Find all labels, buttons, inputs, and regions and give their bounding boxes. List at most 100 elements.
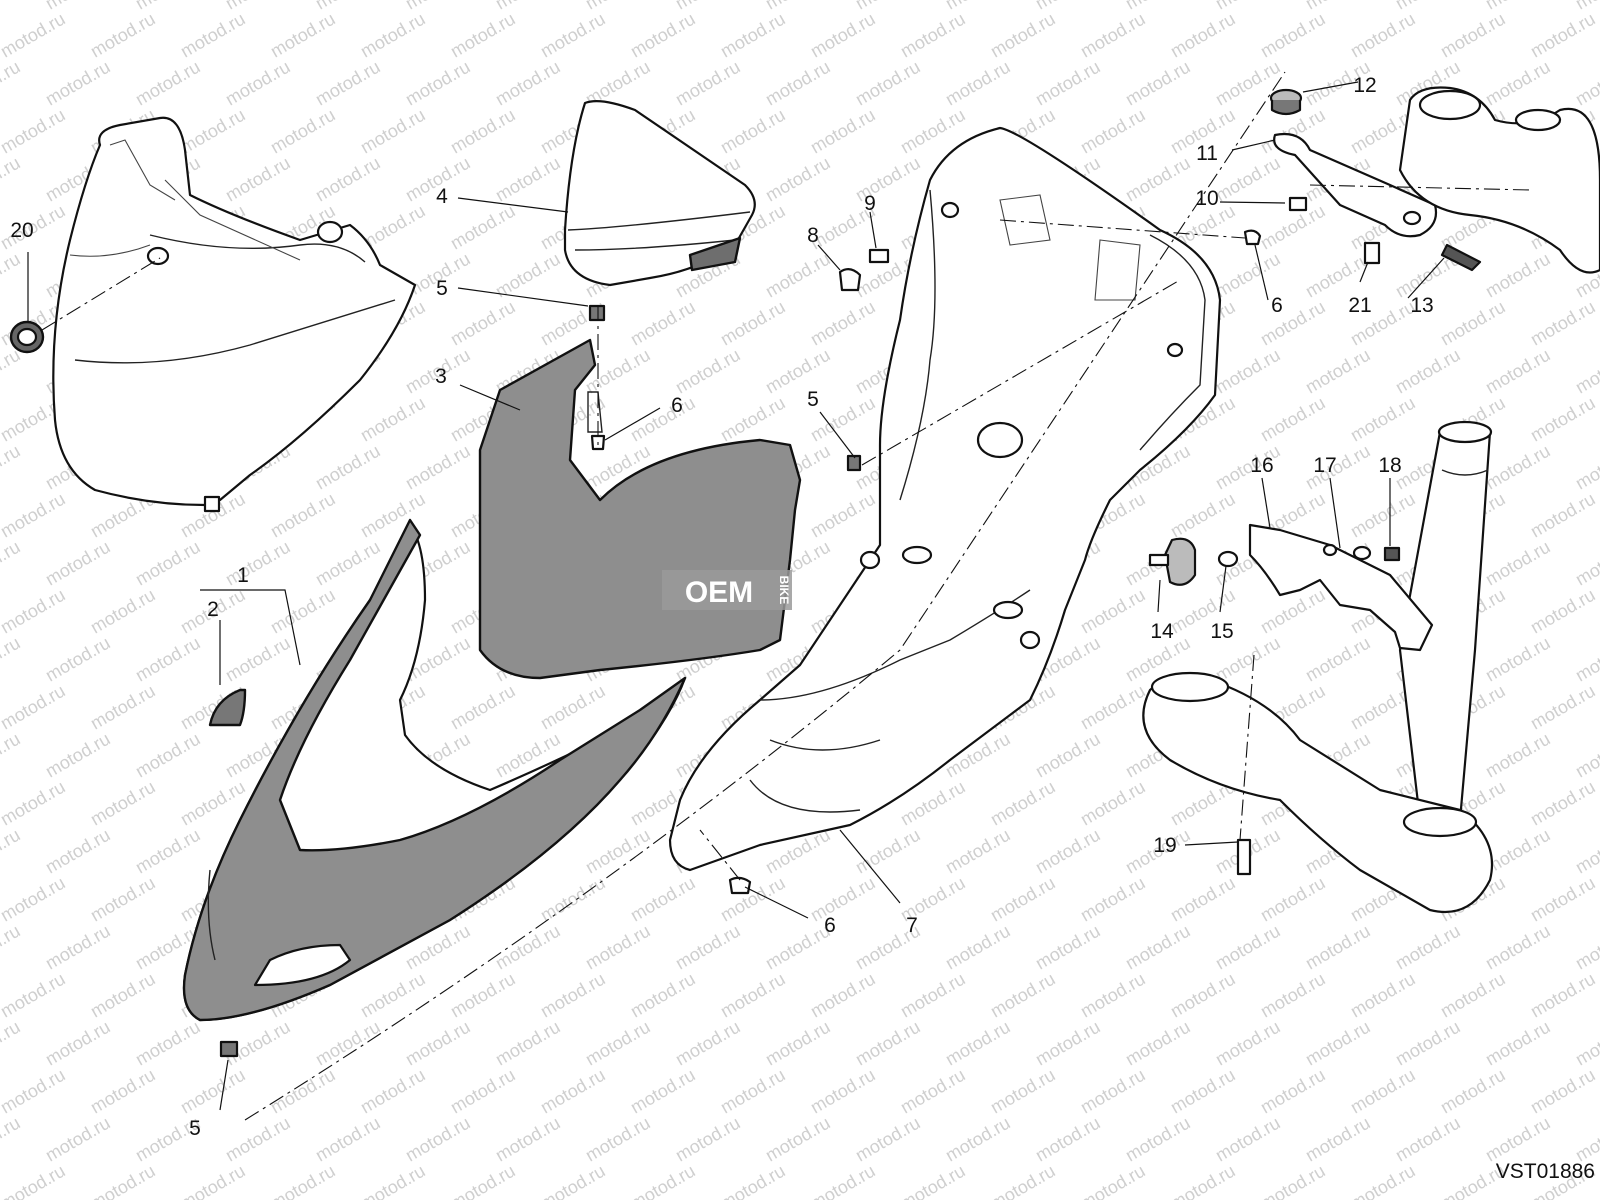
watermark-text: motod.ru bbox=[1572, 1113, 1600, 1166]
watermark-text: motod.ru bbox=[1572, 537, 1600, 590]
watermark-text: motod.ru bbox=[1527, 1065, 1599, 1118]
watermark-text: motod.ru bbox=[672, 345, 744, 398]
callout-15: 15 bbox=[1210, 620, 1233, 643]
drawing-code: VST01886 bbox=[1496, 1160, 1595, 1183]
watermark-text: motod.ru bbox=[1077, 1161, 1149, 1200]
watermark-text: motod.ru bbox=[1077, 681, 1149, 734]
callout-5-middle: 5 bbox=[807, 388, 819, 411]
watermark-text: motod.ru bbox=[807, 873, 879, 926]
watermark-text: motod.ru bbox=[1212, 1017, 1284, 1070]
watermark-text: motod.ru bbox=[582, 921, 654, 974]
oem-logo-side-text: BIKE bbox=[777, 576, 791, 605]
watermark-text: motod.ru bbox=[717, 297, 789, 350]
watermark-text: motod.ru bbox=[942, 1113, 1014, 1166]
watermark-text: motod.ru bbox=[0, 57, 24, 110]
watermark-text: motod.ru bbox=[1032, 729, 1104, 782]
oem-logo: OEM BIKE bbox=[662, 570, 792, 610]
watermark-text: motod.ru bbox=[1167, 489, 1239, 542]
watermark-text: motod.ru bbox=[627, 9, 699, 62]
watermark-text: motod.ru bbox=[87, 969, 159, 1022]
watermark-text: motod.ru bbox=[447, 1161, 519, 1200]
watermark-text: motod.ru bbox=[1482, 57, 1554, 110]
callout-4: 4 bbox=[436, 185, 448, 208]
watermark-text: motod.ru bbox=[87, 585, 159, 638]
watermark-text: motod.ru bbox=[1122, 57, 1194, 110]
watermark-text: motod.ru bbox=[1032, 921, 1104, 974]
watermark-text: motod.ru bbox=[1482, 249, 1554, 302]
watermark-text: motod.ru bbox=[312, 1113, 384, 1166]
watermark-text: motod.ru bbox=[42, 1017, 114, 1070]
watermark-text: motod.ru bbox=[132, 1017, 204, 1070]
watermark-text: motod.ru bbox=[42, 729, 114, 782]
watermark-text: motod.ru bbox=[1257, 1161, 1329, 1200]
watermark-text: motod.ru bbox=[1572, 441, 1600, 494]
watermark-text: motod.ru bbox=[807, 297, 879, 350]
watermark-text: motod.ru bbox=[1032, 57, 1104, 110]
watermark-text: motod.ru bbox=[0, 777, 69, 830]
watermark-text: motod.ru bbox=[1077, 9, 1149, 62]
watermark-text: motod.ru bbox=[492, 57, 564, 110]
watermark-text: motod.ru bbox=[1167, 873, 1239, 926]
watermark-text: motod.ru bbox=[987, 1065, 1059, 1118]
watermark-text: motod.ru bbox=[987, 777, 1059, 830]
watermark-text: motod.ru bbox=[1212, 153, 1284, 206]
watermark-text: motod.ru bbox=[1302, 1113, 1374, 1166]
watermark-text: motod.ru bbox=[0, 153, 24, 206]
watermark-text: motod.ru bbox=[42, 633, 114, 686]
watermark-text: motod.ru bbox=[1077, 969, 1149, 1022]
watermark-text: motod.ru bbox=[1347, 1161, 1419, 1200]
watermark-text: motod.ru bbox=[0, 105, 69, 158]
watermark-text: motod.ru bbox=[0, 1161, 69, 1200]
watermark-text: motod.ru bbox=[1527, 777, 1599, 830]
watermark-text: motod.ru bbox=[1032, 1017, 1104, 1070]
watermark-text: motod.ru bbox=[1527, 489, 1599, 542]
callout-21: 21 bbox=[1348, 294, 1371, 317]
callout-7: 7 bbox=[906, 914, 918, 937]
watermark-text: motod.ru bbox=[762, 153, 834, 206]
grommet-part-20 bbox=[9, 320, 45, 354]
watermark-text: motod.ru bbox=[1347, 969, 1419, 1022]
watermark-text: motod.ru bbox=[807, 489, 879, 542]
watermark-text: motod.ru bbox=[1257, 1065, 1329, 1118]
watermark-text: motod.ru bbox=[537, 681, 609, 734]
watermark-text: motod.ru bbox=[672, 921, 744, 974]
watermark-text: motod.ru bbox=[357, 105, 429, 158]
watermark-text: motod.ru bbox=[762, 1113, 834, 1166]
watermark-text: motod.ru bbox=[0, 345, 24, 398]
watermark-text: motod.ru bbox=[42, 825, 114, 878]
watermark-text: motod.ru bbox=[1122, 921, 1194, 974]
watermark-text: motod.ru bbox=[312, 1017, 384, 1070]
watermark-text: motod.ru bbox=[807, 105, 879, 158]
watermark-text: motod.ru bbox=[672, 57, 744, 110]
watermark-text: motod.ru bbox=[0, 489, 69, 542]
watermark-text: motod.ru bbox=[42, 537, 114, 590]
watermark-text: motod.ru bbox=[1122, 1113, 1194, 1166]
watermark-text: motod.ru bbox=[1257, 969, 1329, 1022]
watermark-text: motod.ru bbox=[0, 873, 69, 926]
watermark-text: motod.ru bbox=[1257, 393, 1329, 446]
watermark-text: motod.ru bbox=[402, 1017, 474, 1070]
watermark-text: motod.ru bbox=[1347, 393, 1419, 446]
upper-triple-clamp bbox=[1398, 86, 1600, 274]
watermark-text: motod.ru bbox=[87, 1161, 159, 1200]
watermark-text: motod.ru bbox=[447, 105, 519, 158]
watermark-text: motod.ru bbox=[0, 1113, 24, 1166]
watermark-text: motod.ru bbox=[177, 777, 249, 830]
watermark-text: motod.ru bbox=[942, 57, 1014, 110]
watermark-text: motod.ru bbox=[1527, 681, 1599, 734]
watermark-text: motod.ru bbox=[1392, 921, 1464, 974]
watermark-text: motod.ru bbox=[717, 1065, 789, 1118]
watermark-text: motod.ru bbox=[267, 585, 339, 638]
watermark-text: motod.ru bbox=[0, 9, 69, 62]
watermark-text: motod.ru bbox=[492, 249, 564, 302]
callout-2: 2 bbox=[207, 598, 219, 621]
watermark-text: motod.ru bbox=[1572, 825, 1600, 878]
watermark-text: motod.ru bbox=[1572, 921, 1600, 974]
watermark-text: motod.ru bbox=[1167, 969, 1239, 1022]
watermark-text: motod.ru bbox=[492, 1017, 564, 1070]
callout-14: 14 bbox=[1150, 620, 1174, 643]
watermark-text: motod.ru bbox=[1122, 153, 1194, 206]
watermark-text: motod.ru bbox=[447, 9, 519, 62]
watermark-text: motod.ru bbox=[357, 9, 429, 62]
